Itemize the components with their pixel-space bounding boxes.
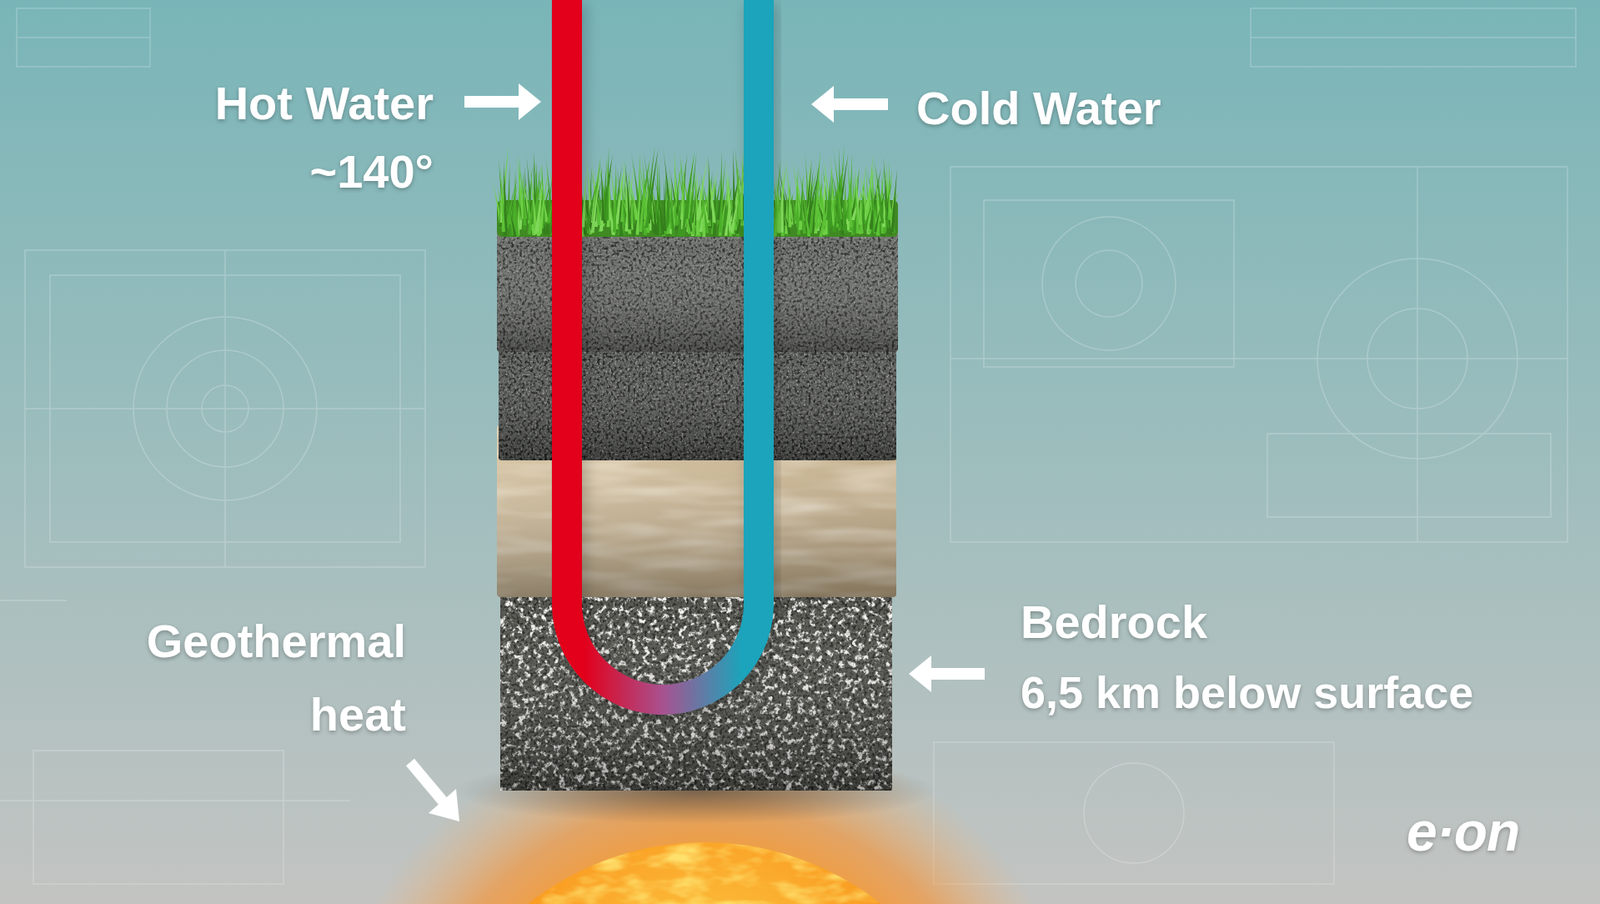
grass-blade [724,209,729,236]
grass-blade [872,156,884,223]
grass-blade [499,165,505,232]
grass-blade [691,197,697,235]
flow-label-box: Hot Water [215,75,434,131]
arrow-head [518,83,542,121]
grass-blade [644,184,654,228]
heat-arrow [410,762,460,822]
core-body [421,842,989,904]
grass-blade [635,175,642,236]
water-pipe-loop [566,0,759,700]
grass-blade [734,149,742,219]
grass-blade [725,159,733,231]
heat-label: Geothermal heat [146,614,407,741]
arrow-shaft [832,98,888,111]
grass-blade [829,202,833,228]
grass-blade [521,183,527,226]
layer-label-box: Bedrock [1020,593,1208,650]
grass-blade [866,153,874,219]
grass-blade [624,160,632,230]
grass-blade [797,165,809,228]
flow-label: Hot Water [215,75,434,131]
grass-blade [814,149,821,223]
grass-blade [668,184,676,236]
grass-blade [684,150,695,220]
grass-blade [716,188,723,221]
grass-blade [808,179,818,234]
temperature-label: ~140° [309,143,434,200]
pointer-arrows [410,83,985,822]
arrow-shaft [464,95,522,108]
heat-label-box: Geothermal heat [139,604,407,752]
grass-blade [790,190,798,221]
depth-label-box: 6,5 km below surface [1020,665,1474,720]
arrow-head [811,85,834,123]
hot-water-arrow [464,83,542,121]
grass-blade [707,155,712,221]
grass-blade [675,167,683,236]
grass-blade [642,155,648,226]
grass-blade [591,165,602,234]
grass-blade [642,149,653,220]
grass-blade [826,170,832,220]
grass-blade [717,158,726,233]
layer-label: Bedrock [1020,593,1208,650]
grass-blade [507,205,517,237]
blueprint-drawing [0,8,1576,884]
grass-blade [796,191,800,228]
grass-blade [876,204,881,236]
bedrock-arrow [908,655,985,693]
arrow-shaft [929,667,985,680]
grass-blade [612,161,617,233]
grass-blade [656,200,660,235]
company-logo-box: e·on [1406,798,1520,865]
pipe-shadow [570,3,763,703]
grass-blade [780,164,784,232]
flow-label-box: Cold Water [916,80,1161,136]
company-logo: e·on [1406,798,1520,865]
grass-blade [696,160,708,221]
grass-blade [680,160,686,221]
grass-blade [847,154,853,227]
flow-label: Cold Water [916,80,1161,136]
grass-blade [858,183,864,231]
grass-blade [605,146,609,221]
grass-blade [830,166,841,221]
arrow-shaft [410,762,445,803]
grass-blade [514,186,520,236]
grass-blade [694,166,700,235]
grass-blade [858,187,863,225]
grass-blade [855,184,860,234]
grass-blade [862,203,872,231]
cold-water-arrow [811,85,888,123]
grass-blade [538,168,550,235]
core-flames [421,842,989,904]
temperature-label-box: ~140° [309,143,434,200]
grass-blade [890,169,898,232]
depth-label: 6,5 km below surface [1020,665,1474,720]
grass-blade [591,156,601,221]
grass-blade [798,175,803,221]
grass-blade [601,162,606,221]
grass-blade [662,179,667,231]
grass-blade [673,191,679,226]
arrow-head [428,788,460,822]
arrow-head [908,655,932,693]
grass-blade [787,176,792,228]
grass-blade [528,158,537,231]
grass-blade [819,176,828,227]
